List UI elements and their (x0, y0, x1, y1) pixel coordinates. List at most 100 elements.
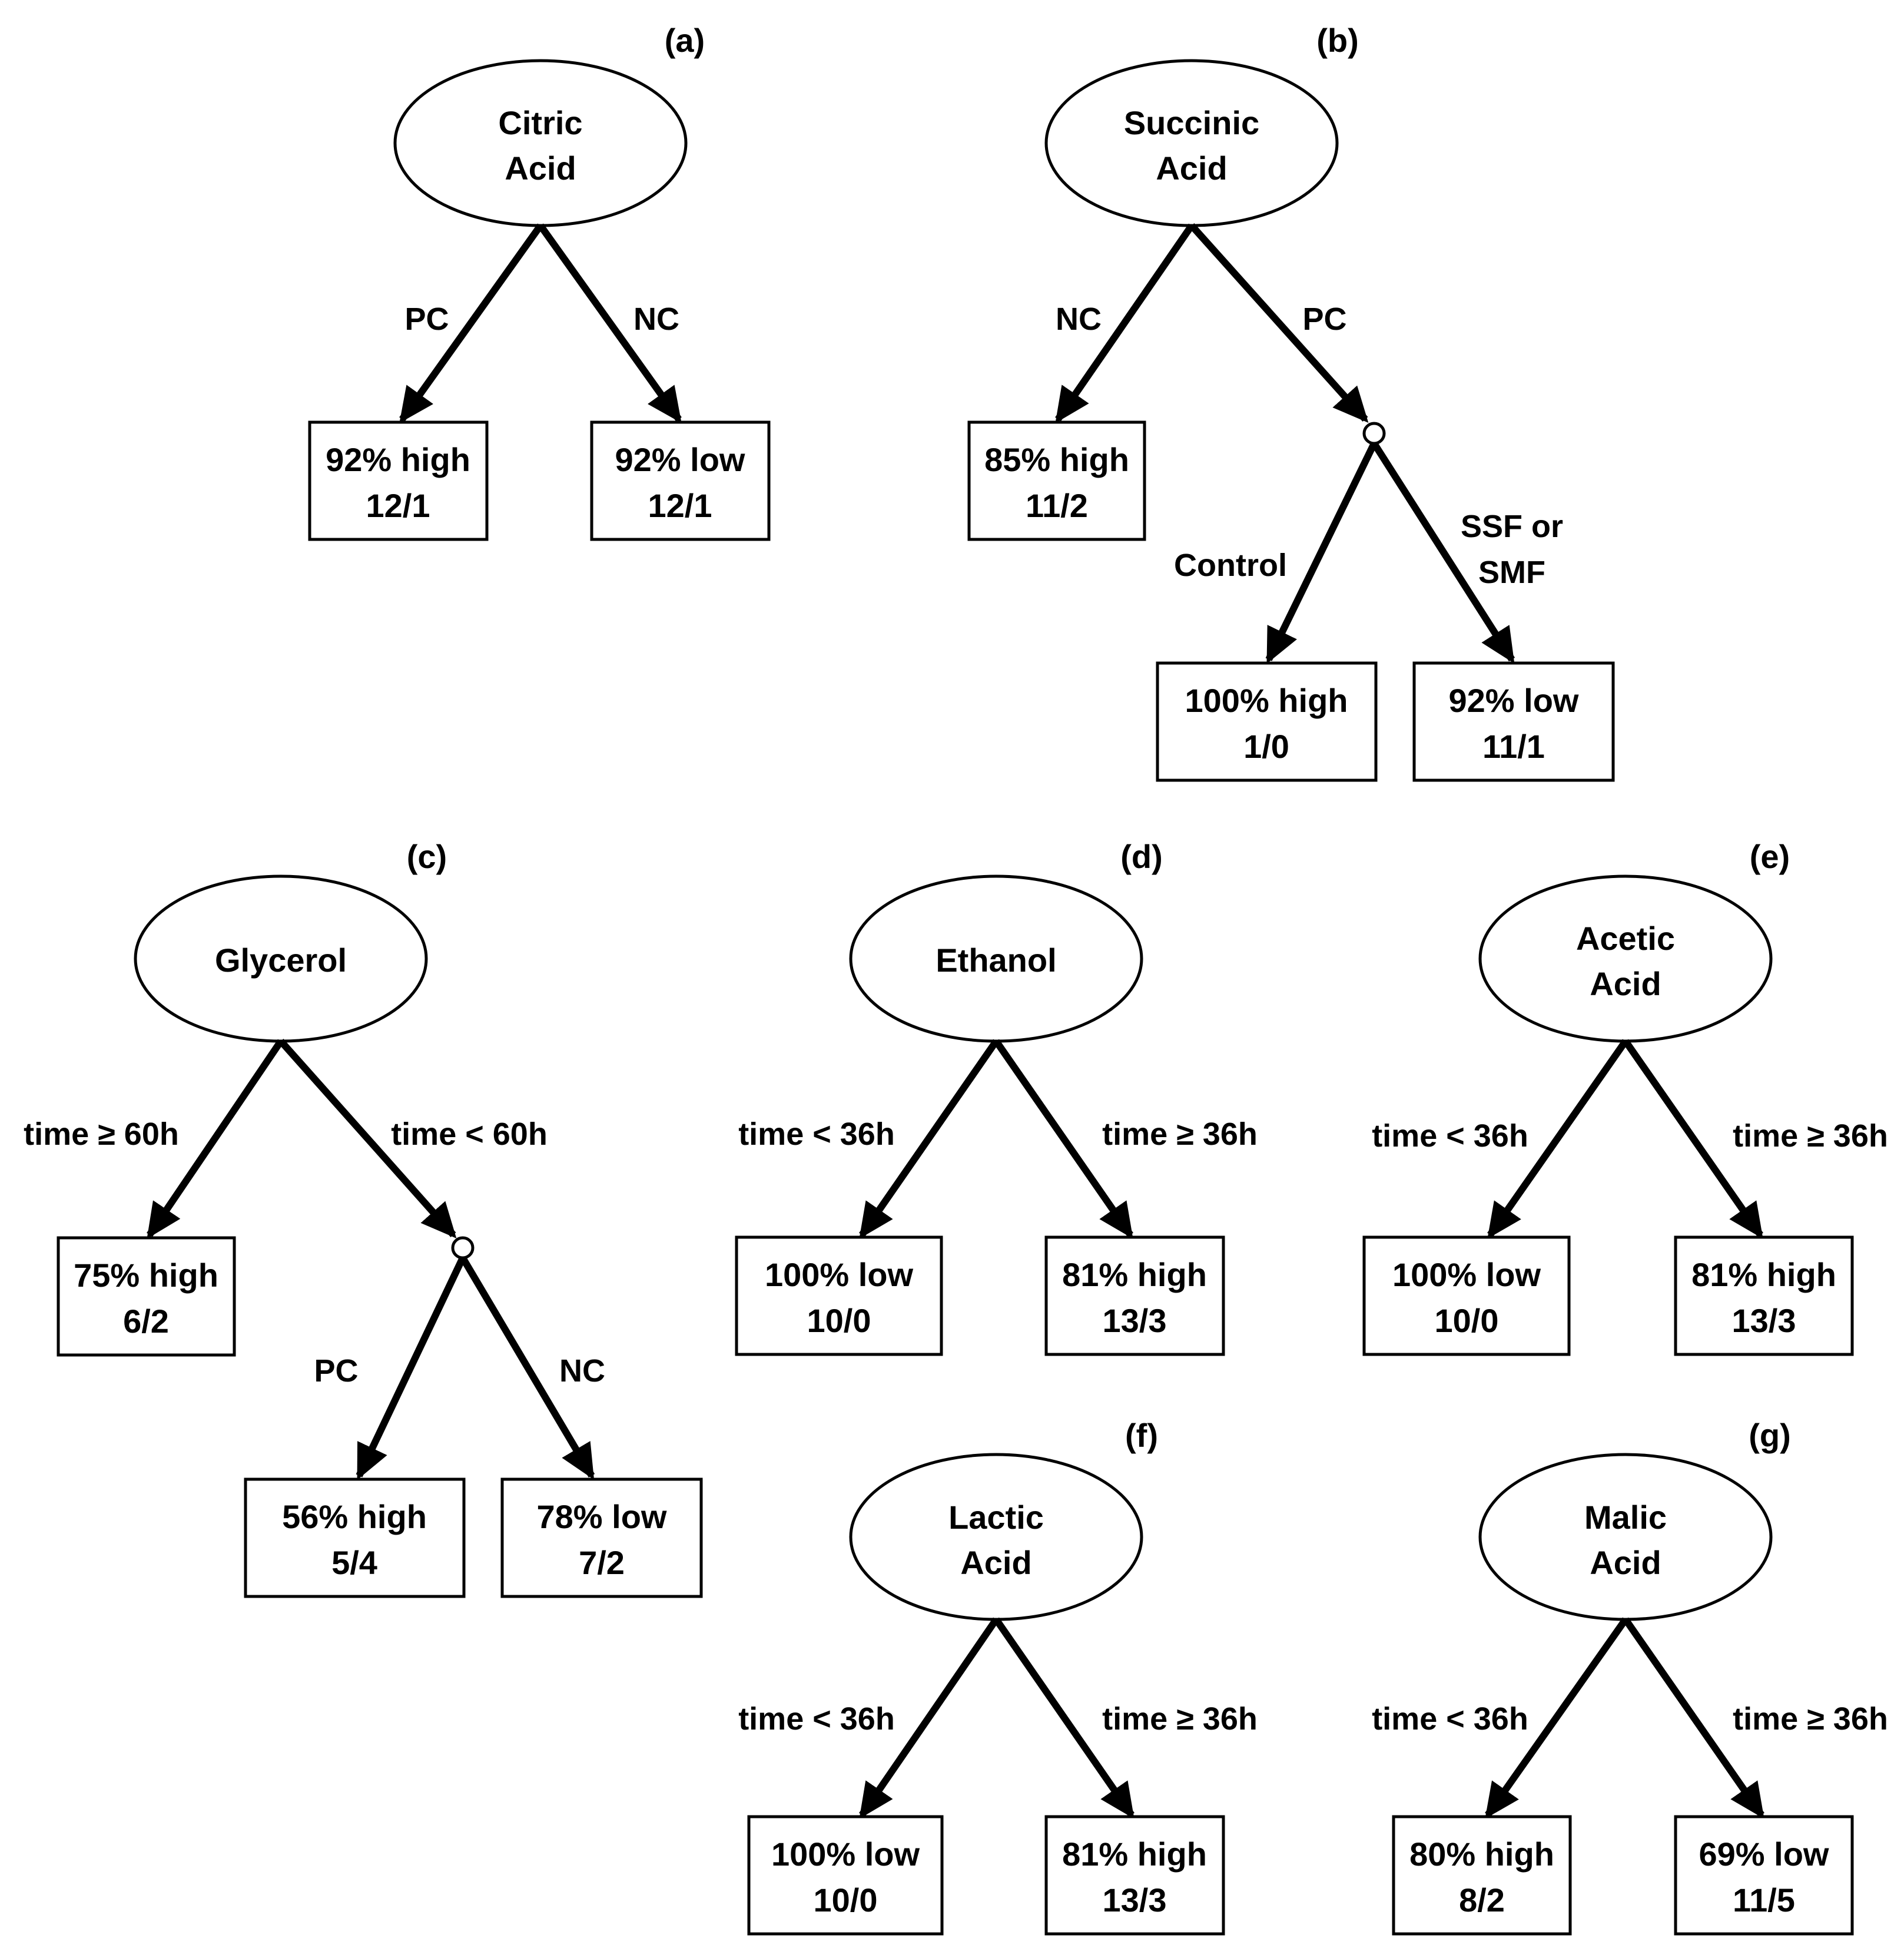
panel-label: (e) (1750, 838, 1790, 875)
panel-b: (b) Succinic Acid NC PC 85% high 11/2 Co… (967, 22, 1615, 782)
root-label: Acid (1156, 150, 1227, 187)
leaf-counts: 10/0 (807, 1302, 871, 1339)
leaf-counts: 12/1 (366, 487, 430, 524)
leaf-percentage: 100% low (765, 1256, 914, 1293)
edge-arrow-left (859, 1617, 999, 1819)
leaf-node (1674, 1815, 1854, 1936)
leaf-counts: 11/1 (1482, 728, 1545, 765)
leaf-node (1044, 1235, 1225, 1356)
root-label: Citric (498, 104, 582, 141)
root-label: Acetic (1576, 920, 1675, 957)
leaf-counts: 5/4 (331, 1544, 377, 1581)
leaf-percentage: 56% high (282, 1498, 427, 1535)
leaf-node (735, 1235, 943, 1356)
edge-arrow-sub-left (1265, 442, 1378, 664)
leaf-percentage: 78% low (537, 1498, 667, 1535)
leaf-percentage: 81% high (1062, 1256, 1207, 1293)
leaf-counts: 10/0 (1435, 1302, 1499, 1339)
panel-label: (a) (665, 22, 705, 59)
edge-label-sub-right: SSF or (1461, 509, 1563, 544)
leaf-counts: 10/0 (814, 1881, 878, 1919)
leaf-node (244, 1477, 466, 1598)
edge-arrow-right (538, 223, 682, 423)
leaf-percentage: 69% low (1699, 1836, 1829, 1873)
panel-label: (g) (1749, 1417, 1791, 1454)
leaf-percentage: 100% high (1185, 682, 1348, 719)
edge-arrow-left (399, 223, 543, 423)
root-label: Malic (1584, 1499, 1667, 1536)
edge-label-right: time ≥ 36h (1733, 1118, 1888, 1154)
leaf-counts: 12/1 (648, 487, 712, 524)
leaf-counts: 11/2 (1026, 487, 1088, 524)
panel-d: (d) Ethanol time < 36h time ≥ 36h 100% l… (735, 838, 1258, 1356)
leaf-percentage: 100% low (771, 1836, 920, 1873)
panel-a: (a) Citric Acid PC NC 92% high 12/1 92% … (308, 22, 771, 541)
leaf-node (967, 420, 1146, 541)
leaf-counts: 11/5 (1733, 1881, 1795, 1919)
edge-label-right: NC (633, 302, 679, 337)
root-label: Acid (1590, 965, 1661, 1002)
root-node (393, 59, 688, 227)
edge-arrow-right (993, 1039, 1133, 1239)
edge-label-left: NC (1056, 302, 1102, 337)
root-label: Glycerol (215, 942, 347, 979)
edge-label-left: time < 36h (1372, 1701, 1528, 1737)
leaf-counts: 13/3 (1732, 1302, 1796, 1339)
leaf-node (590, 420, 771, 541)
edge-arrow-right (278, 1039, 457, 1238)
leaf-node (1392, 1815, 1572, 1936)
leaf-percentage: 81% high (1691, 1256, 1836, 1293)
edge-arrow-right (1189, 223, 1369, 423)
edge-arrow-left (1055, 223, 1195, 423)
leaf-percentage: 92% low (1449, 682, 1579, 719)
edge-label-left: time < 36h (738, 1701, 895, 1737)
leaf-node (1156, 661, 1378, 782)
edge-label-right: time ≥ 36h (1102, 1117, 1258, 1152)
leaf-percentage: 80% high (1409, 1836, 1554, 1873)
edge-label-left: time < 36h (738, 1117, 895, 1152)
edge-arrow-left (859, 1039, 999, 1239)
leaf-counts: 7/2 (579, 1544, 625, 1581)
leaf-node (308, 420, 489, 541)
root-label: Ethanol (936, 942, 1056, 979)
leaf-percentage: 81% high (1062, 1836, 1207, 1873)
root-node (1478, 874, 1773, 1043)
leaf-node (1362, 1235, 1571, 1356)
edge-arrow-sub-right (1371, 441, 1515, 664)
leaf-node (57, 1236, 236, 1357)
edge-arrow-right (1623, 1617, 1764, 1819)
leaf-node (1674, 1235, 1854, 1356)
root-label: Acid (960, 1544, 1031, 1581)
root-label: Acid (1590, 1544, 1661, 1581)
edge-label-sub-right: NC (559, 1353, 605, 1389)
panel-f: (f) Lactic Acid time < 36h time ≥ 36h 10… (738, 1417, 1258, 1936)
edge-arrow-right (993, 1617, 1135, 1819)
leaf-counts: 6/2 (123, 1303, 169, 1340)
leaf-percentage: 92% high (326, 441, 470, 478)
edge-arrow-left (1485, 1617, 1628, 1819)
panel-label: (d) (1120, 838, 1163, 875)
panel-label: (b) (1316, 22, 1359, 59)
root-label: Acid (505, 150, 576, 187)
leaf-node (1044, 1815, 1225, 1936)
panel-g: (g) Malic Acid time < 36h time ≥ 36h 80%… (1372, 1417, 1888, 1936)
leaf-node (1412, 661, 1615, 782)
leaf-counts: 13/3 (1103, 1302, 1167, 1339)
leaf-node (500, 1477, 703, 1598)
edge-label-left: PC (404, 302, 449, 337)
leaf-counts: 1/0 (1243, 728, 1289, 765)
leaf-node (747, 1815, 944, 1936)
panel-e: (e) Acetic Acid time < 36h time ≥ 36h 10… (1362, 838, 1888, 1356)
edge-label-sub-left: Control (1174, 548, 1287, 583)
leaf-counts: 13/3 (1103, 1881, 1167, 1919)
edge-label-sub-right: SMF (1478, 555, 1545, 590)
panel-label: (c) (407, 838, 447, 875)
edge-label-sub-left: PC (314, 1353, 358, 1389)
edge-arrow-left (1487, 1039, 1628, 1239)
edge-arrow-sub-right (459, 1255, 595, 1480)
leaf-percentage: 75% high (74, 1257, 218, 1294)
root-node (1478, 1453, 1773, 1621)
edge-label-left: time ≥ 60h (24, 1117, 179, 1152)
leaf-percentage: 85% high (984, 441, 1129, 478)
